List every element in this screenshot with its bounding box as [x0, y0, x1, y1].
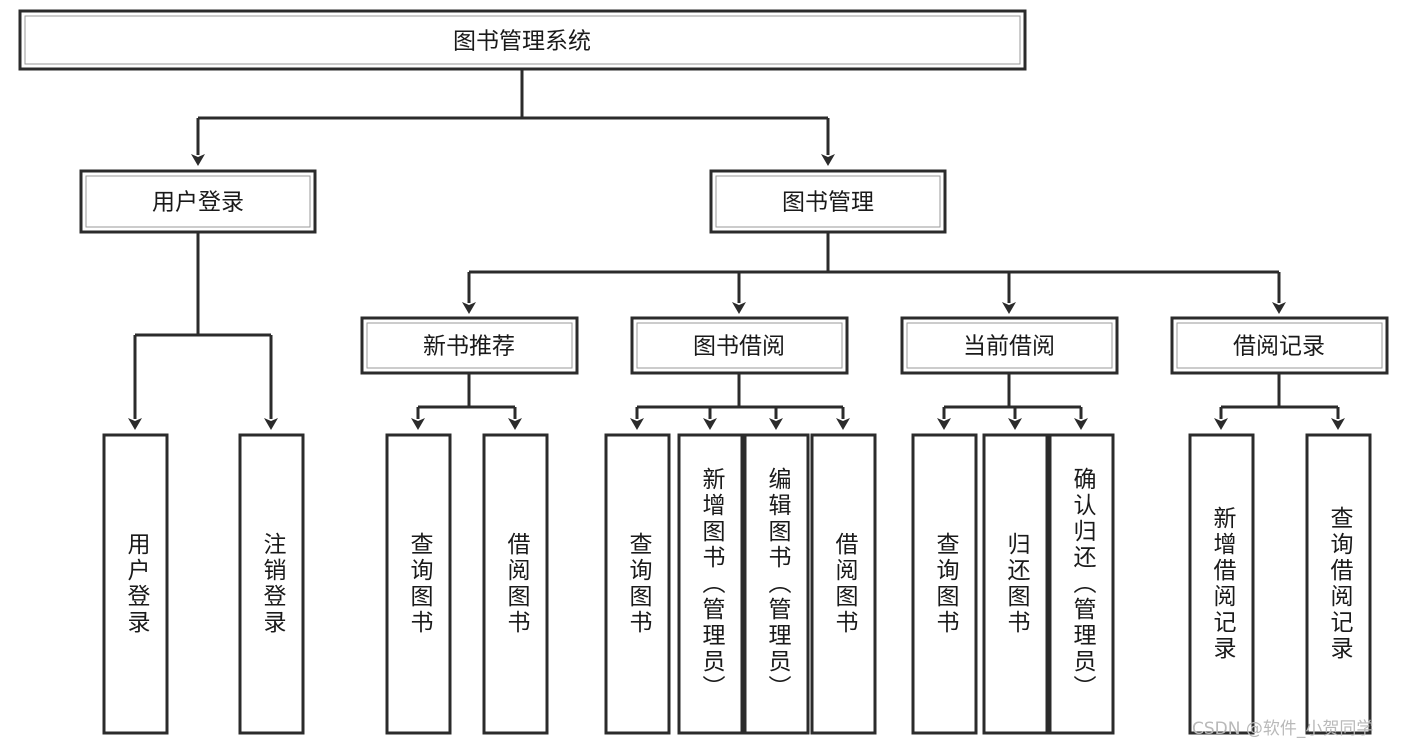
leaf-label-add-record: 新增借阅记录: [1209, 506, 1235, 662]
node-label-borrow-record: 借阅记录: [1233, 334, 1325, 360]
leaf-label-add-book: 新增图书（管理员）: [698, 467, 724, 701]
node-root[interactable]: 图书管理系统: [18, 9, 1027, 71]
leaf-node-add-record[interactable]: 新增借阅记录: [1188, 433, 1255, 735]
leaf-node-query-book-1[interactable]: 查询图书: [385, 433, 452, 735]
connector-group-borrow-record: [1214, 373, 1345, 430]
leaf-node-query-book-2[interactable]: 查询图书: [604, 433, 671, 735]
leaf-label-query-book-2: 查询图书: [625, 532, 651, 636]
leaf-label-query-record: 查询借阅记录: [1326, 506, 1352, 662]
leaf-label-borrow-book-2: 借阅图书: [831, 532, 857, 636]
node-label-root: 图书管理系统: [453, 29, 591, 55]
leaf-node-confirm-return[interactable]: 确认归还（管理员）: [1048, 433, 1115, 735]
node-book-borrow[interactable]: 图书借阅: [630, 316, 849, 375]
leaf-label-return-book: 归还图书: [1003, 532, 1029, 636]
leaf-label-query-book-3: 查询图书: [932, 532, 958, 636]
node-borrow-record[interactable]: 借阅记录: [1170, 316, 1389, 375]
node-current-borrow[interactable]: 当前借阅: [900, 316, 1119, 375]
node-label-book-borrow: 图书借阅: [693, 334, 785, 360]
node-label-book-manage: 图书管理: [782, 190, 874, 216]
leaf-label-user-login: 用户登录: [123, 532, 149, 636]
connector-group-book-manage: [462, 232, 1286, 314]
node-user-login[interactable]: 用户登录: [79, 169, 317, 234]
leaf-node-borrow-book-2[interactable]: 借阅图书: [810, 433, 877, 735]
leaf-node-borrow-book-1[interactable]: 借阅图书: [482, 433, 549, 735]
connector-group-root: [191, 69, 835, 166]
leaf-node-return-book[interactable]: 归还图书: [982, 433, 1049, 735]
leaf-label-query-book-1: 查询图书: [406, 532, 432, 636]
node-label-user-login: 用户登录: [152, 190, 244, 216]
leaf-label-edit-book: 编辑图书（管理员）: [764, 467, 790, 701]
leaf-label-confirm-return: 确认归还（管理员）: [1069, 467, 1095, 701]
connector-group-book-borrow: [630, 373, 850, 430]
leaf-node-query-book-3[interactable]: 查询图书: [911, 433, 978, 735]
connector-group-user-login: [128, 232, 278, 430]
leaf-label-user-logout: 注销登录: [259, 532, 285, 636]
leaf-node-add-book[interactable]: 新增图书（管理员）: [677, 433, 744, 735]
connector-group-current-borrow: [937, 373, 1088, 430]
node-label-new-book-recommend: 新书推荐: [423, 334, 515, 360]
connector-group-new-book-recommend: [411, 373, 522, 430]
leaf-node-user-login[interactable]: 用户登录: [102, 433, 169, 735]
leaf-node-query-record[interactable]: 查询借阅记录: [1305, 433, 1372, 735]
leaf-node-edit-book[interactable]: 编辑图书（管理员）: [743, 433, 810, 735]
node-new-book-recommend[interactable]: 新书推荐: [360, 316, 579, 375]
leaf-node-user-logout[interactable]: 注销登录: [238, 433, 305, 735]
node-book-manage[interactable]: 图书管理: [709, 169, 947, 234]
node-label-current-borrow: 当前借阅: [963, 334, 1055, 360]
leaf-label-borrow-book-1: 借阅图书: [503, 532, 529, 636]
